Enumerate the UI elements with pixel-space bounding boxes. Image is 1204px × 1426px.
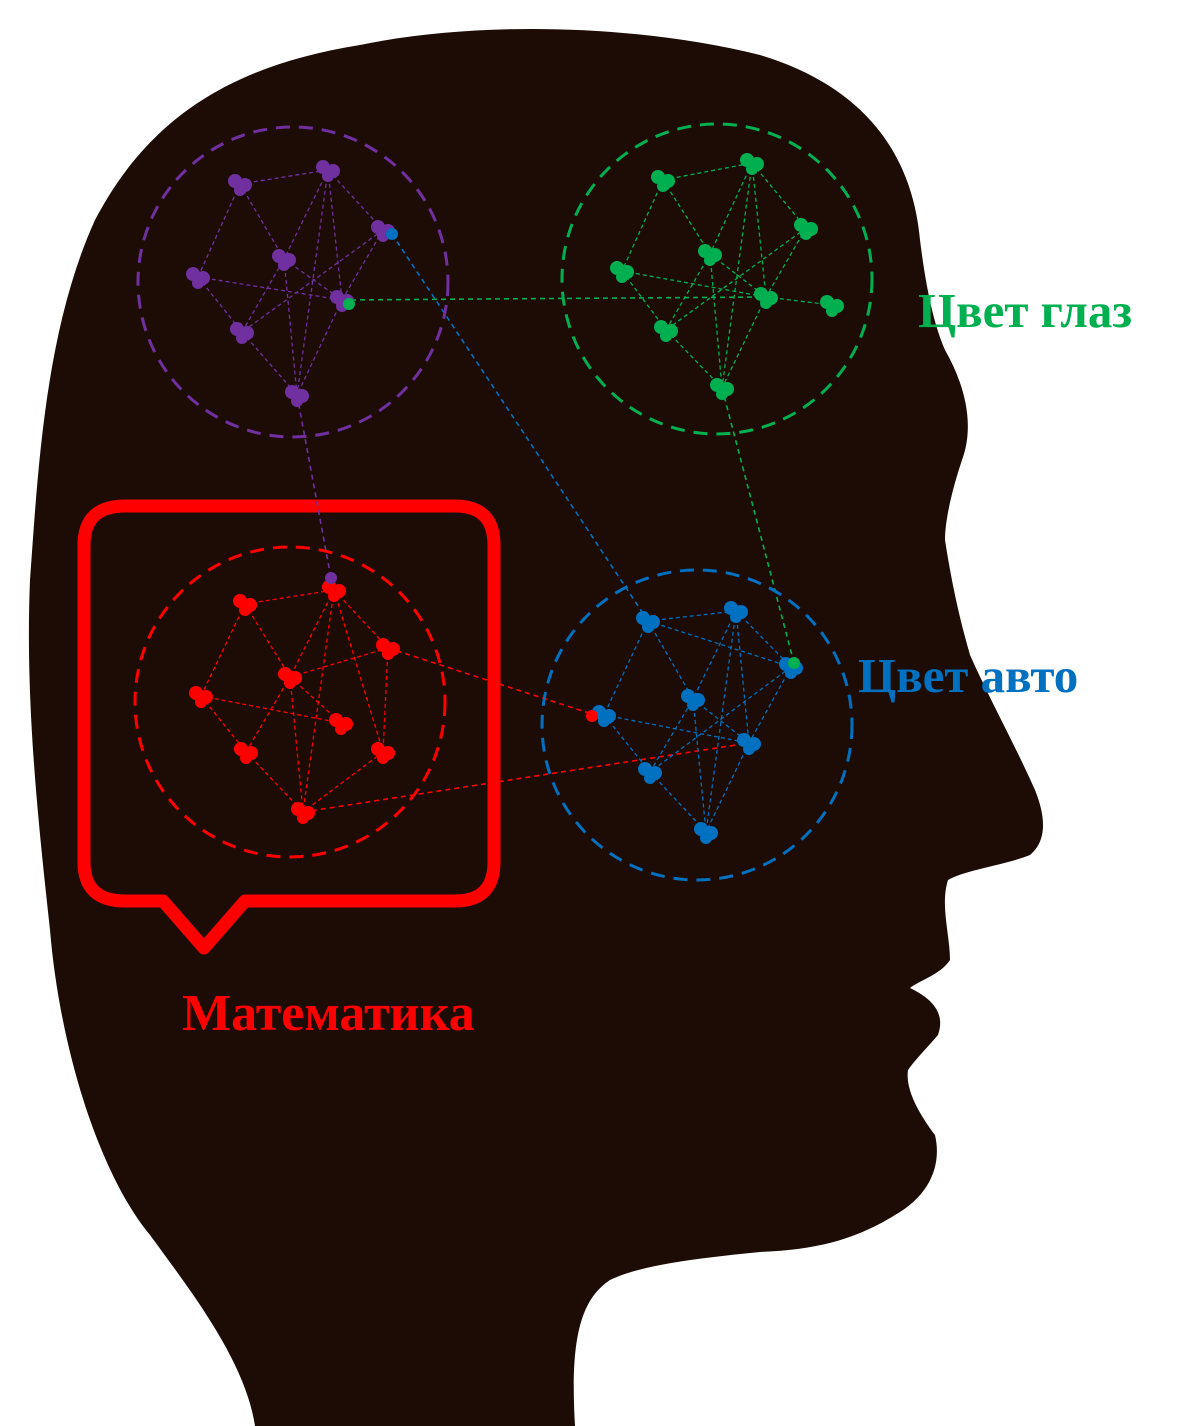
green-link-endpoint xyxy=(788,657,800,669)
car-color-label: Цвет авто xyxy=(858,648,1078,703)
purple-link-endpoint xyxy=(325,572,337,584)
blue-link-endpoint xyxy=(386,228,398,240)
math-label: Математика xyxy=(182,985,475,1042)
head-silhouette-icon xyxy=(29,29,1043,1426)
eye-color-label: Цвет глаз xyxy=(918,283,1132,338)
red-link-endpoint xyxy=(586,710,598,722)
green-link-endpoint xyxy=(343,298,355,310)
